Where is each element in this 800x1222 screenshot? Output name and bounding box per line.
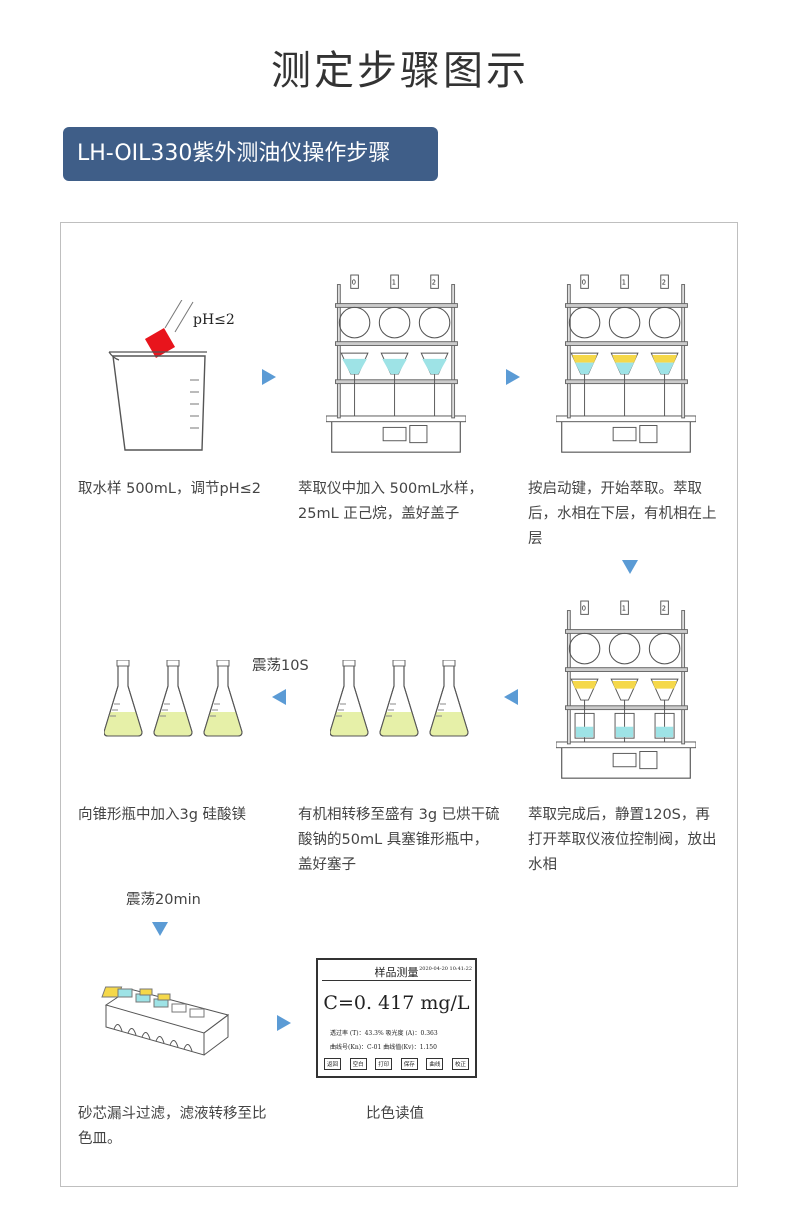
screen-row-2: 曲线号(Kn)：C-01 曲线值(Kv)：1.150 bbox=[330, 1044, 437, 1051]
section-banner: LH-OIL330紫外测油仪操作步骤 bbox=[63, 127, 438, 181]
step-caption-5: 有机相转移至盛有 3g 已烘干硫酸钠的50mL 具塞锥形瓶中，盖好塞子 bbox=[298, 807, 500, 873]
step-caption-2: 萃取仪中加入 500mL水样，25mL 正己烷，盖好盖子 bbox=[298, 481, 483, 522]
flask-number-1: 1 bbox=[622, 279, 626, 287]
arrow-right-icon bbox=[277, 1015, 291, 1031]
flask-number-0: 0 bbox=[582, 605, 586, 613]
screen-button-blank[interactable]: 空白 bbox=[349, 1058, 367, 1070]
arrow-right-icon bbox=[262, 369, 276, 385]
step-caption-6: 向锥形瓶中加入3g 硅酸镁 bbox=[78, 807, 247, 823]
flasks-figure-5 bbox=[330, 660, 469, 737]
screen-button-back[interactable]: 返回 bbox=[324, 1058, 342, 1070]
flask-number-1: 1 bbox=[622, 605, 626, 613]
arrow-right-icon bbox=[506, 369, 520, 385]
screen-title: 样品测量 bbox=[374, 966, 419, 979]
step-caption-3: 按启动键，开始萃取。萃取后，水相在下层，有机相在上层 bbox=[528, 481, 717, 547]
shake-20min-label: 震荡20min bbox=[126, 892, 201, 908]
flask-number-2: 2 bbox=[662, 605, 666, 613]
shake-10s-label: 震荡10S bbox=[252, 658, 309, 674]
ph-label: pH≤2 bbox=[193, 312, 235, 328]
flasks-figure-6 bbox=[104, 660, 243, 737]
filter-rack-figure bbox=[101, 986, 230, 1056]
screen-value: C=0. 417 mg/L bbox=[323, 992, 470, 1014]
step-caption-4: 萃取完成后，静置120S，再打开萃取仪液位控制阀，放出水相 bbox=[528, 807, 717, 873]
screen-divider bbox=[322, 980, 471, 981]
flask-number-2: 2 bbox=[662, 279, 666, 287]
steps-frame bbox=[60, 222, 738, 1187]
flask-number-0: 0 bbox=[582, 279, 586, 287]
arrow-down-icon bbox=[622, 560, 638, 574]
flask-number-1: 1 bbox=[392, 279, 396, 287]
screen-button-calibrate[interactable]: 校正 bbox=[451, 1058, 469, 1070]
step-caption-1: 取水样 500mL，调节pH≤2 bbox=[78, 481, 261, 497]
beaker-figure: pH≤2 bbox=[108, 300, 235, 451]
arrow-left-icon bbox=[272, 689, 286, 705]
measurement-screen: 样品测量 2020-04-20 10:41:22 C=0. 417 mg/L 透… bbox=[316, 958, 477, 1078]
screen-buttons: 返回 空白 打印 保存 曲线 校正 bbox=[324, 1058, 469, 1070]
step-caption-8: 比色读值 bbox=[366, 1106, 424, 1122]
arrow-left-icon bbox=[504, 689, 518, 705]
flask-number-2: 2 bbox=[432, 279, 436, 287]
step-caption-7: 砂芯漏斗过滤，滤液转移至比色皿。 bbox=[78, 1106, 267, 1147]
screen-row-1: 透过率 (T)：43.3% 吸光度 (A)：0.363 bbox=[330, 1030, 438, 1037]
screen-time: 2020-04-20 10:41:22 bbox=[419, 966, 472, 972]
screen-button-curve[interactable]: 曲线 bbox=[426, 1058, 444, 1070]
page-title: 测定步骤图示 bbox=[271, 48, 529, 94]
extractor-figure-4: 0 1 2 bbox=[556, 594, 696, 789]
flask-number-0: 0 bbox=[352, 279, 356, 287]
arrow-down-icon bbox=[152, 922, 168, 936]
screen-button-print[interactable]: 打印 bbox=[375, 1058, 393, 1070]
extractor-figure-3: 0 1 2 bbox=[556, 268, 696, 463]
extractor-figure-2: 0 1 2 bbox=[326, 268, 466, 463]
screen-button-save[interactable]: 保存 bbox=[400, 1058, 418, 1070]
